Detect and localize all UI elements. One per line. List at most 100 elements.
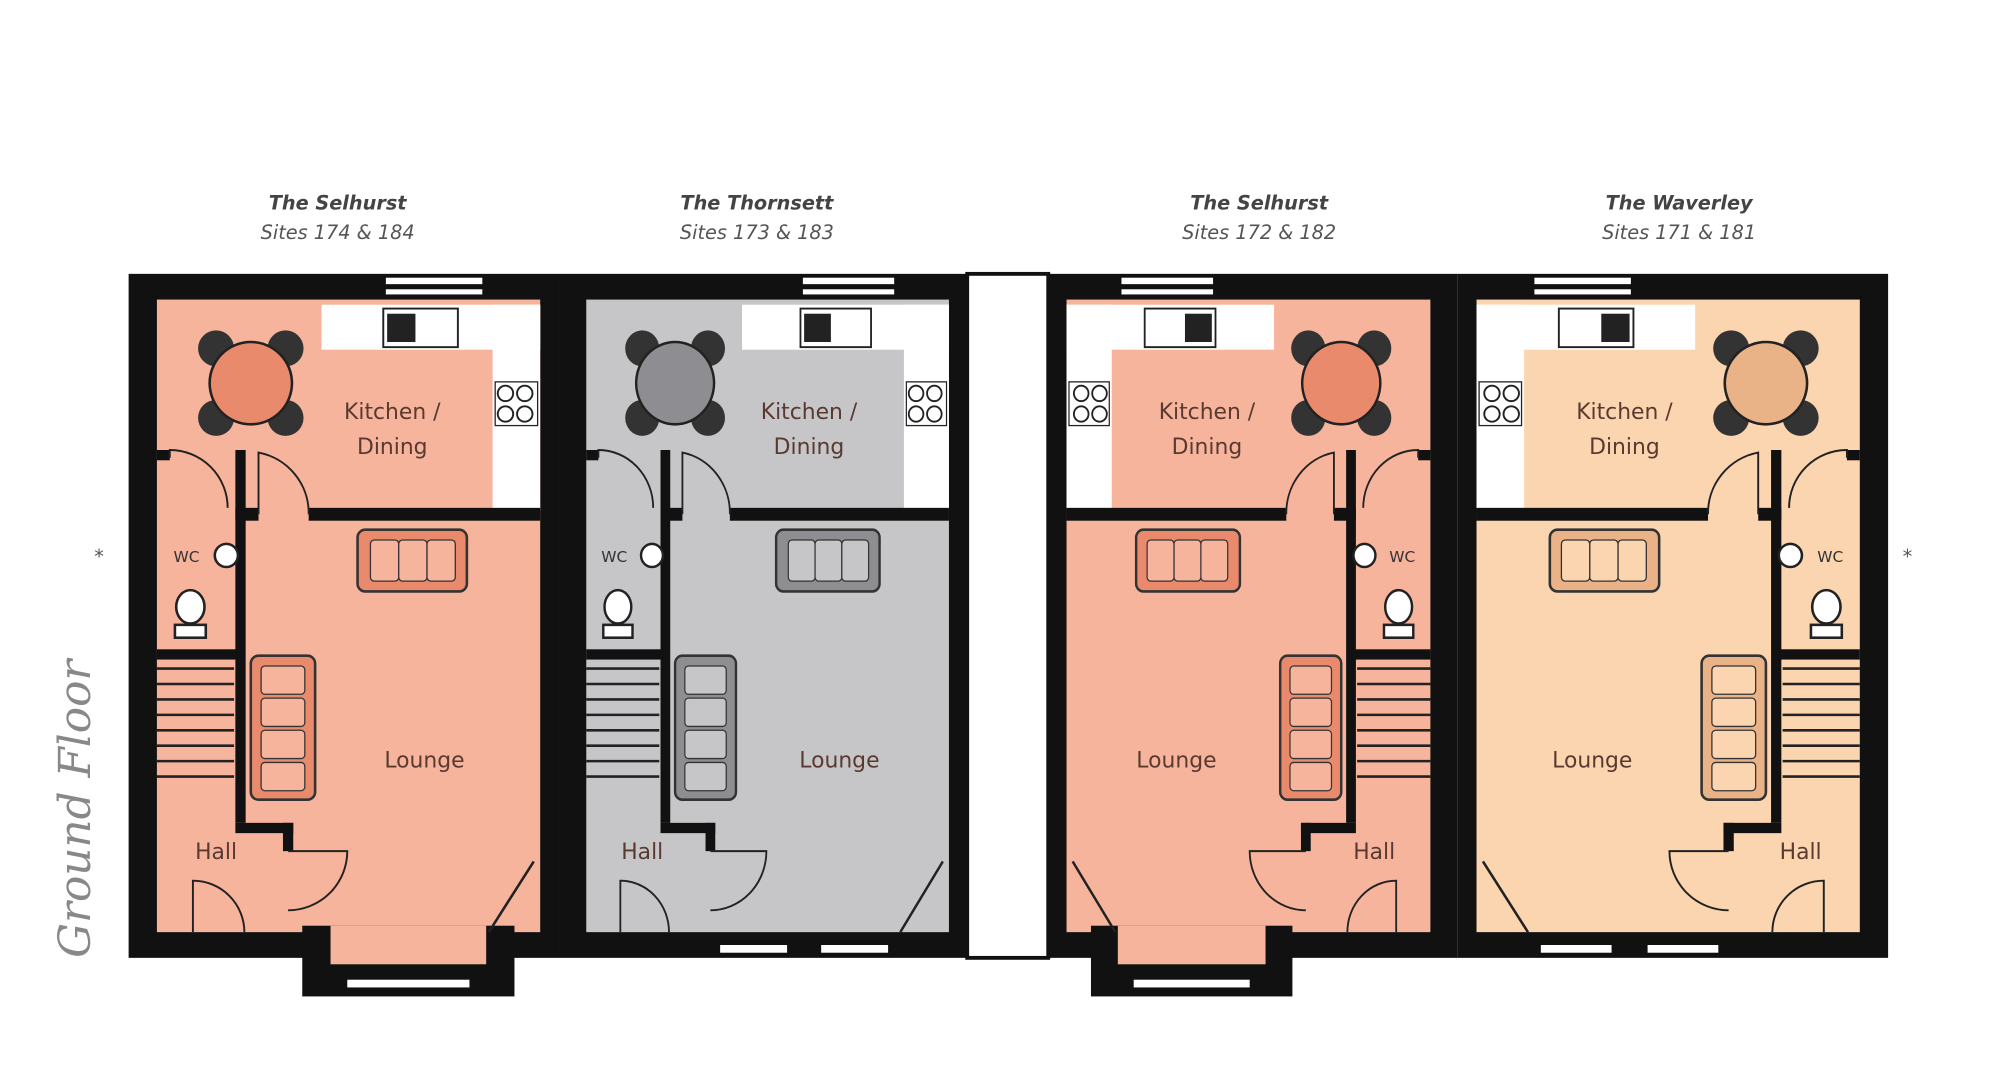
toilet-cistern: [1382, 623, 1415, 639]
wc-wall: [1346, 450, 1356, 823]
window: [1534, 289, 1631, 295]
door-swing: [899, 860, 944, 933]
bay-floor: [1117, 925, 1266, 965]
party-gap: [965, 271, 1051, 960]
kitchen-wall: [729, 507, 949, 521]
dining-table-icon: [625, 330, 726, 436]
hall-wall: [1723, 822, 1734, 852]
basin-icon: [213, 542, 240, 569]
wc-floor-wall: [156, 649, 241, 660]
room-label-dining: Dining: [1172, 435, 1243, 460]
sofa-icon: [1548, 528, 1661, 593]
hall-wall: [1300, 822, 1356, 834]
sofa-icon: [1134, 528, 1242, 593]
door-swing: [1248, 850, 1306, 912]
unit-sites: Sites 174 & 184: [261, 221, 415, 244]
toilet-cistern: [1809, 623, 1844, 639]
sofa-icon: [249, 654, 317, 802]
window: [1121, 277, 1214, 285]
floor-label: Ground Floor: [50, 657, 101, 958]
door-swing: [1285, 451, 1335, 515]
unit-sites: Sites 171 & 181: [1602, 221, 1756, 244]
sink-drainer: [804, 313, 831, 342]
wc-wall: [156, 450, 170, 461]
room-label-wc: WC: [1389, 548, 1415, 566]
window: [720, 945, 788, 953]
room-label-lounge: Lounge: [384, 749, 464, 774]
hob-ring: [907, 405, 925, 423]
room-label-lounge: Lounge: [1552, 749, 1632, 774]
hob-ring: [1072, 384, 1090, 403]
wc-floor-wall: [1776, 649, 1860, 660]
kitchen-wall: [308, 507, 541, 521]
wc-wall: [1418, 450, 1431, 461]
dining-table-icon: [1713, 330, 1819, 436]
room-label-wc: WC: [601, 548, 627, 566]
hob-ring: [516, 384, 534, 403]
hob-ring: [1483, 384, 1501, 403]
room-label-kitchen: Kitchen /: [1159, 400, 1256, 425]
hall-wall: [235, 822, 294, 834]
toilet-icon: [1810, 588, 1842, 625]
unit-name: The Waverley: [1606, 192, 1754, 215]
wc-wall: [586, 450, 599, 461]
hob-ring: [1502, 405, 1520, 423]
door-swing: [1668, 850, 1729, 912]
bay-window: [1133, 979, 1250, 988]
door-swing: [288, 850, 349, 912]
bay-window: [347, 979, 470, 988]
hob-ring: [496, 384, 515, 403]
unit-name: The Selhurst: [1190, 192, 1329, 215]
window: [385, 289, 483, 295]
sofa-icon: [774, 528, 881, 593]
door-swing: [168, 449, 229, 508]
kitchen-wall: [1476, 507, 1709, 521]
sofa-icon: [673, 654, 738, 802]
sofa-icon: [356, 528, 469, 593]
room-label-hall: Hall: [621, 840, 663, 865]
unit-name: The Thornsett: [680, 192, 834, 215]
house-unit: [128, 273, 560, 997]
door-swing: [681, 451, 731, 515]
window: [802, 289, 895, 295]
front-door-swing: [191, 879, 246, 933]
bay-floor: [330, 925, 487, 965]
wc-wall: [1846, 450, 1860, 461]
hob-ring: [496, 405, 515, 423]
house-unit: [559, 273, 968, 958]
door-swing: [1071, 860, 1117, 933]
basin-icon: [1777, 542, 1804, 569]
dining-table-icon: [198, 330, 304, 436]
door-swing: [1481, 860, 1530, 933]
room-label-hall: Hall: [1780, 840, 1822, 865]
door-swing: [597, 449, 655, 508]
unit-name: The Selhurst: [269, 192, 408, 215]
sink-drainer: [1184, 313, 1212, 342]
marker-left: *: [94, 545, 104, 568]
room-label-dining: Dining: [1589, 435, 1660, 460]
house-unit: [1457, 273, 1889, 958]
hob-ring: [1483, 405, 1501, 423]
door-swing: [257, 451, 310, 515]
room-label-hall: Hall: [1353, 840, 1395, 865]
window: [802, 277, 895, 285]
hob-ring: [926, 384, 943, 403]
hall-wall: [705, 822, 716, 852]
hob-ring: [907, 384, 925, 403]
hall-wall: [660, 822, 716, 834]
wc-floor-wall: [586, 649, 666, 660]
wc-wall: [235, 450, 246, 823]
door-swing: [1362, 449, 1420, 508]
window: [1647, 945, 1719, 953]
wc-floor-wall: [1351, 649, 1431, 660]
hob-ring: [926, 405, 943, 423]
sofa-icon: [1700, 654, 1768, 802]
hall-wall: [282, 822, 294, 852]
room-label-kitchen: Kitchen /: [761, 400, 858, 425]
hob-ring: [1502, 384, 1520, 403]
hall-wall: [1300, 822, 1311, 852]
front-door-swing: [1346, 879, 1398, 933]
sink-drainer: [387, 313, 416, 342]
wc-wall: [660, 450, 671, 823]
